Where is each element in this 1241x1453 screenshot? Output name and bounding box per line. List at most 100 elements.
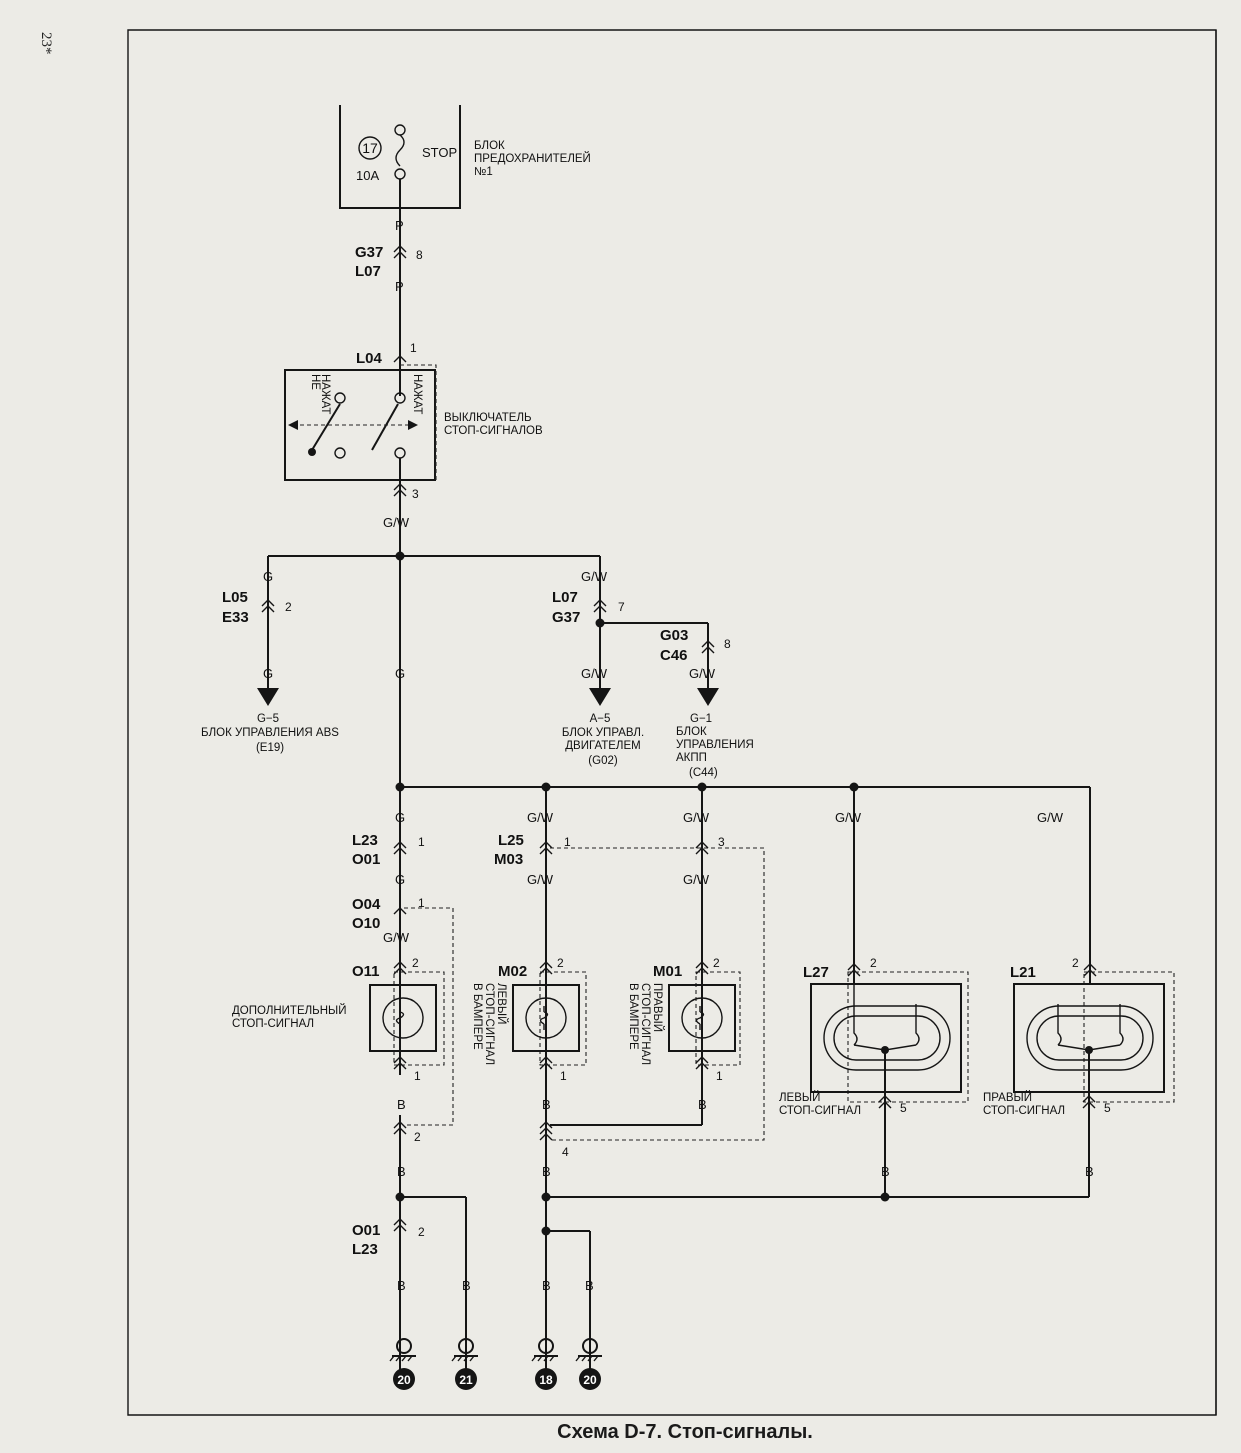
diagram-label: M01 [653,963,682,980]
left-bumper-lamp-circuit: G/W L25 M03 1 G/W M02 2 ЛЕВЫЙ СТОП-СИГНА… [471,787,765,1375]
wire-color-g-trunk: G [395,666,405,681]
diagram-label: 1 [560,1069,567,1083]
diagram-label: ПРАВЫЙ [983,1091,1032,1104]
diagram-label: M03 [494,851,523,868]
diagram-label: 2 [412,956,419,970]
pin-1-l04: 1 [410,341,417,355]
diagram-label: G/W [683,872,710,887]
diagram-label: L21 [1010,964,1036,981]
diagram-label: 2 [418,1225,425,1239]
diagram-label: G/W [527,810,554,825]
diagram-label: B [397,1164,406,1179]
diagram-label: СТОП-СИГНАЛ [232,1018,314,1030]
fuse-number-circle [358,136,382,160]
ground-21: 21 [451,1338,478,1390]
switch-label-1: ВЫКЛЮЧАТЕЛЬ [444,412,532,424]
conn-l04: L04 [356,350,383,367]
wire-color-p1: P [395,218,404,233]
diagram-label: G [263,569,273,584]
extra-lamp-box [369,984,437,1052]
diagram-label: E33 [222,609,249,626]
diagram-label: (E19) [256,742,284,754]
diagram-label: 1 [418,835,425,849]
diagram-label: G/W [1037,810,1064,825]
diagram-label: B [881,1164,890,1179]
diagram-label: 4 [562,1145,569,1159]
diagram-label: G [395,810,405,825]
diagram-caption: Схема D-7. Стоп-сигналы. [557,1421,813,1443]
diagram-label: СТОП-СИГНАЛ [483,983,495,1065]
diagram-label: 20 [397,1373,411,1387]
diagram-frame [127,29,1217,1416]
switch-pressed: НАЖАТ [411,374,423,414]
fuse-number: 17 [362,140,378,156]
engine-akpp-branch: G/W L07 G37 7 G/W A−5 БЛОК УПРАВЛ. ДВИГА… [552,556,754,779]
diagram-label: B [462,1278,471,1293]
diagram-label: G [395,872,405,887]
diagram-label: СТОП-СИГНАЛ [779,1105,861,1117]
extra-stop-lamp-circuit: G L23 O01 1 G O04 O10 1 G/W O11 2 ДОПОЛН… [232,787,471,1375]
diagram-label: 7 [618,600,625,614]
diagram-label: A−5 [590,713,611,725]
diagram-label: G/W [683,810,710,825]
switch-label-2: СТОП-СИГНАЛОВ [444,425,543,437]
diagram-label: БЛОК УПРАВЛЕНИЯ ABS [201,727,339,739]
fuse-box-label-1: БЛОК [474,140,505,152]
diagram-label: B [698,1097,707,1112]
diagram-label: УПРАВЛЕНИЯ [676,739,754,751]
diagram-label: L23 [352,1241,378,1258]
diagram-label: 1 [564,835,571,849]
connector-g37-l07: G37 L07 8 [355,244,423,280]
diagram-label: B [542,1164,551,1179]
diagram-label: B [542,1278,551,1293]
diagram-label: 20 [583,1373,597,1387]
diagram-label: G/W [689,666,716,681]
diagram-label: O01 [352,851,380,868]
diagram-label: (G02) [588,755,618,767]
diagram-label: B [542,1097,551,1112]
left-stop-lamp-circuit: G/W L27 2 5 ЛЕВЫЙ СТОП-СИГНАЛ B [779,787,969,1202]
akpp-terminal-arrow [697,688,719,706]
diagram-label: ДВИГАТЕЛЕМ [565,740,640,752]
switch-not-pressed-1: НЕ [309,374,321,390]
fuse-box-label-3: №1 [474,166,493,178]
diagram-label: ДОПОЛНИТЕЛЬНЫЙ [232,1004,346,1017]
diagram-label: O04 [352,896,381,913]
diagram-label: 3 [718,835,725,849]
left-bumper-lamp-box [512,984,580,1052]
diagram-label: G37 [552,609,580,626]
diagram-label: L25 [498,832,524,849]
diagram-label: B [397,1278,406,1293]
diagram-label: O10 [352,915,380,932]
diagram-label: В БАМПЕРЕ [471,983,483,1050]
wire-color-gw-switch: G/W [383,515,410,530]
diagram-label: 2 [285,600,292,614]
diagram-label: L23 [352,832,378,849]
diagram-label: G03 [660,627,688,644]
diagram-label: O11 [352,963,380,980]
diagram-label: СТОП-СИГНАЛ [983,1105,1065,1117]
right-bumper-lamp-circuit: G/W 3 G/W M01 2 ПРАВЫЙ СТОП-СИГНАЛ В БАМ… [550,787,741,1126]
diagram-label: 8 [724,637,731,651]
diagram-label: O01 [352,1222,380,1239]
diagram-label: 5 [1104,1101,1111,1115]
diagram-label: L27 [803,964,829,981]
diagram-label: B [397,1097,406,1112]
diagram-label: 2 [414,1130,421,1144]
diagram-label: 18 [539,1373,553,1387]
diagram-label: C46 [660,647,688,664]
diagram-label: В БАМПЕРЕ [627,983,639,1050]
diagram-label: 2 [713,956,720,970]
diagram-label: 1 [414,1069,421,1083]
abs-terminal-arrow [257,688,279,706]
diagram-label: B [1085,1164,1094,1179]
abs-branch: G L05 E33 2 G G−5 БЛОК УПРАВЛЕНИЯ ABS (E… [201,556,339,754]
diagram-label: 2 [557,956,564,970]
diagram-label: 5 [900,1101,907,1115]
diagram-label: 2 [870,956,877,970]
diagram-label: M02 [498,963,527,980]
diagram-label: ЛЕВЫЙ [779,1091,820,1104]
diagram-label: 1 [418,896,425,910]
diagram-label: G/W [383,930,410,945]
